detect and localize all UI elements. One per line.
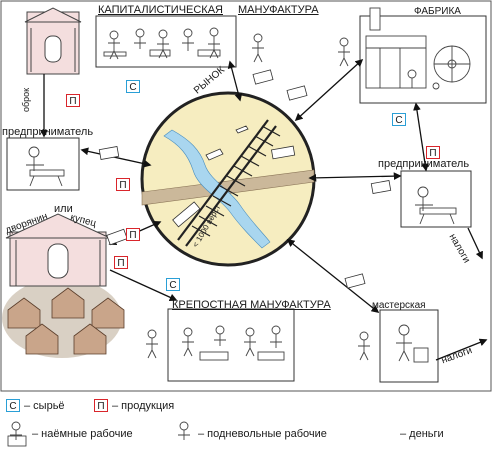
- product-badge: П: [114, 256, 128, 269]
- raw-badge: С: [392, 113, 406, 126]
- legend-raw-badge: С: [6, 399, 20, 412]
- worker-figures: [146, 33, 370, 361]
- entrepreneur-right-box: [400, 170, 472, 228]
- legend-raw-text: – сырьё: [24, 400, 65, 412]
- legend-icons: [10, 421, 190, 440]
- or-label: или: [54, 203, 73, 215]
- serf-manufactory-box: [167, 308, 295, 382]
- money-icons: [7, 69, 392, 447]
- product-badge: П: [426, 146, 440, 159]
- serf-manufactory-label: КРЕПОСТНАЯ МАНУФАКТУРА: [172, 299, 331, 311]
- entrepreneur-left-box: [6, 137, 80, 191]
- capitalist-manufactory-box: [95, 15, 237, 68]
- workshop-box: [379, 309, 439, 383]
- product-badge: П: [126, 228, 140, 241]
- legend-hired-text: – наёмные рабочие: [32, 428, 133, 440]
- product-badge: П: [116, 178, 130, 191]
- entrepreneur-left-label: предприниматель: [2, 126, 94, 138]
- entrepreneur-right-label: предприниматель: [378, 158, 470, 170]
- factory-box: [359, 15, 487, 104]
- product-badge: П: [66, 94, 80, 107]
- factory-label: ФАБРИКА: [414, 6, 461, 17]
- workshop-label: мастерская: [372, 300, 426, 311]
- factory-machines-sketch: [365, 7, 471, 90]
- capitalist-manufactory-label: КАПИТАЛИСТИЧЕСКАЯ: [98, 4, 223, 16]
- legend-forced-text: – подневольные рабочие: [198, 428, 327, 440]
- legend-money-text: – деньги: [400, 428, 444, 440]
- owner-house-icon: [24, 7, 82, 75]
- diagram-frame: [0, 0, 492, 392]
- obrok-label: оброк: [21, 87, 31, 112]
- raw-badge: С: [126, 80, 140, 93]
- noble-estate: [2, 213, 125, 358]
- capitalist-manufactory-label-2: МАНУФАКТУРА: [238, 4, 319, 16]
- legend-product-text: – продукция: [112, 400, 175, 412]
- raw-badge: С: [166, 278, 180, 291]
- capitalist-workers-sketch: [103, 27, 221, 60]
- market-circle: [140, 91, 316, 267]
- legend-product-badge: П: [94, 399, 108, 412]
